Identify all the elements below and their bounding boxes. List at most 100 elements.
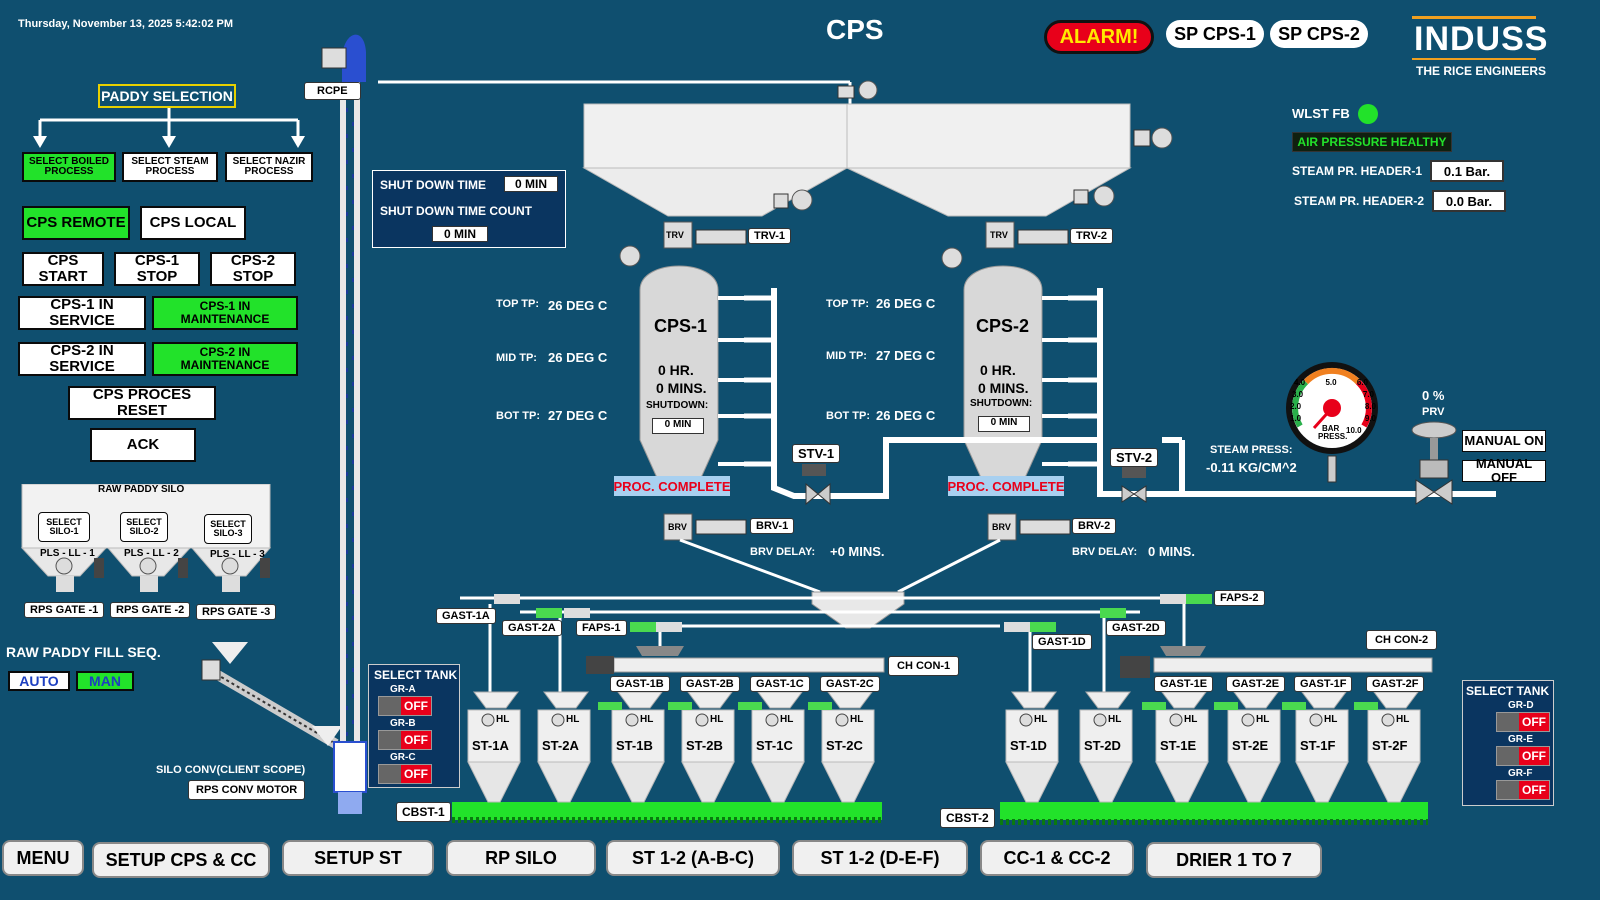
trv2-label[interactable]: TRV-2 [1070, 228, 1113, 244]
rcpe-label[interactable]: RCPE [304, 82, 361, 100]
gast-2d-label[interactable]: GAST-2D [1106, 620, 1166, 636]
nav-rp-silo-button[interactable]: RP SILO [446, 840, 596, 876]
rps-gate2-label[interactable]: RPS GATE -2 [110, 602, 191, 618]
toggle-state: OFF [401, 765, 431, 783]
nav-setup-st-button[interactable]: SETUP ST [282, 840, 434, 876]
brv2-label[interactable]: BRV-2 [1072, 518, 1117, 534]
gr-toggle[interactable]: OFF [378, 764, 432, 784]
gate-status-indicator [1142, 702, 1166, 710]
gast-label[interactable]: GAST-2B [680, 676, 740, 692]
gr-toggle[interactable]: OFF [378, 730, 432, 750]
nav-st-abc-button[interactable]: ST 1-2 (A-B-C) [606, 840, 780, 876]
trv1-label[interactable]: TRV-1 [748, 228, 791, 244]
select-boiled-button[interactable]: SELECT BOILED PROCESS [22, 152, 116, 182]
stv1-label[interactable]: STV-1 [792, 444, 841, 463]
wlst-fb-label: WLST FB [1292, 106, 1350, 121]
gauge-unit-bar: BAR [1322, 424, 1340, 433]
cps1-in-maintenance-button[interactable]: CPS-1 IN MAINTENANCE [152, 296, 298, 330]
cps1-shutdown-label: SHUTDOWN: [646, 400, 709, 411]
sp-cps2-button[interactable]: SP CPS-2 [1270, 20, 1368, 48]
brv1-tag: BRV [668, 522, 687, 532]
faps-1-label[interactable]: FAPS-1 [576, 620, 627, 636]
gate-status-indicator [1354, 702, 1378, 710]
gast-label[interactable]: GAST-1F [1294, 676, 1353, 692]
cbst2-label[interactable]: CBST-2 [940, 808, 995, 828]
gr-label: GR-D [1508, 700, 1534, 711]
rps-conv-motor-label[interactable]: RPS CONV MOTOR [188, 780, 306, 800]
air-pressure-status: AIR PRESSURE HEALTHY [1292, 132, 1452, 152]
rps-gate1-label[interactable]: RPS GATE -1 [24, 602, 105, 618]
alarm-button[interactable]: ALARM! [1044, 20, 1154, 54]
gr-toggle[interactable]: OFF [1496, 780, 1550, 800]
cps1-hr: 0 HR. [658, 362, 694, 378]
gast-label[interactable]: GAST-1E [1154, 676, 1214, 692]
bucket-elevator-graphic [321, 34, 367, 814]
ch-con1-label[interactable]: CH CON-1 [888, 656, 960, 676]
auto-button[interactable]: AUTO [8, 671, 70, 691]
cps2-stop-button[interactable]: CPS-2 STOP [210, 252, 296, 286]
cps2-vessel-label: CPS-2 [976, 316, 1030, 336]
ack-button[interactable]: ACK [90, 428, 196, 462]
page-title: CPS [826, 14, 884, 45]
gauge-unit-press: PRESS. [1318, 432, 1348, 441]
nav-st-def-button[interactable]: ST 1-2 (D-E-F) [792, 840, 968, 876]
manual-on-button[interactable]: MANUAL ON [1462, 430, 1546, 452]
gr-toggle[interactable]: OFF [1496, 712, 1550, 732]
cps1-in-service-button[interactable]: CPS-1 IN SERVICE [18, 296, 146, 330]
gr-label: GR-E [1508, 734, 1533, 745]
cbst1-label[interactable]: CBST-1 [396, 802, 451, 822]
cps-reset-button[interactable]: CPS PROCES RESET [68, 386, 216, 420]
brv1-delay-value: +0 MINS. [830, 544, 885, 559]
gate-status-indicator [1214, 702, 1238, 710]
brv1-label[interactable]: BRV-1 [750, 518, 795, 534]
faps-2-label[interactable]: FAPS-2 [1214, 590, 1265, 606]
sp-cps1-button[interactable]: SP CPS-1 [1166, 20, 1264, 48]
cps1-shutdown-value: 0 MIN [652, 418, 704, 434]
manual-off-button[interactable]: MANUAL OFF [1462, 457, 1546, 484]
gast-label[interactable]: GAST-2E [1226, 676, 1286, 692]
high-level-indicator: HL [1324, 714, 1338, 725]
cps2-status: PROC. COMPLETE [948, 476, 1065, 496]
rps-gate3-label[interactable]: RPS GATE -3 [196, 604, 277, 620]
gast-1a-label[interactable]: GAST-1A [436, 608, 496, 624]
nav-drier-button[interactable]: DRIER 1 TO 7 [1146, 842, 1322, 878]
gast-2a-label[interactable]: GAST-2A [502, 620, 562, 636]
ch-con2-label[interactable]: CH CON-2 [1366, 630, 1438, 650]
gast-label[interactable]: GAST-2F [1366, 676, 1425, 692]
select-silo3-button[interactable]: SELECT SILO-3 [204, 514, 252, 544]
cps-start-button[interactable]: CPS START [22, 252, 104, 286]
select-silo2-button[interactable]: SELECT SILO-2 [120, 512, 168, 542]
high-level-indicator: HL [1034, 714, 1048, 725]
cps-local-button[interactable]: CPS LOCAL [140, 206, 246, 240]
cps1-mid-label: MID TP: [496, 352, 537, 364]
nav-cc-button[interactable]: CC-1 & CC-2 [980, 840, 1134, 876]
select-silo1-button[interactable]: SELECT SILO-1 [38, 512, 90, 542]
gast-label[interactable]: GAST-1C [750, 676, 810, 692]
gast-label[interactable]: GAST-2C [820, 676, 880, 692]
brv2-delay-value: 0 MINS. [1148, 544, 1195, 559]
high-level-indicator: HL [780, 714, 794, 725]
cps-remote-button[interactable]: CPS REMOTE [22, 206, 130, 240]
high-level-indicator: HL [1396, 714, 1410, 725]
brv2-delay-label: BRV DELAY: [1072, 546, 1138, 558]
toggle-state: OFF [1519, 747, 1549, 765]
storage-tank-name: ST-2B [686, 738, 723, 753]
cps2-in-service-button[interactable]: CPS-2 IN SERVICE [18, 342, 146, 376]
select-nazir-button[interactable]: SELECT NAZIR PROCESS [225, 152, 313, 182]
cps1-stop-button[interactable]: CPS-1 STOP [114, 252, 200, 286]
gr-toggle[interactable]: OFF [1496, 746, 1550, 766]
cps2-hr: 0 HR. [980, 362, 1016, 378]
stv2-label[interactable]: STV-2 [1110, 448, 1159, 467]
toggle-knob [1497, 713, 1519, 731]
brv1-delay-label: BRV DELAY: [750, 546, 816, 558]
storage-tank-graphic [1005, 691, 1059, 803]
man-button[interactable]: MAN [76, 671, 134, 691]
gast-1d-label[interactable]: GAST-1D [1032, 634, 1092, 650]
cps2-in-maintenance-button[interactable]: CPS-2 IN MAINTENANCE [152, 342, 298, 376]
gast-label[interactable]: GAST-1B [610, 676, 670, 692]
nav-setup-cps-button[interactable]: SETUP CPS & CC [92, 842, 270, 878]
select-steam-button[interactable]: SELECT STEAM PROCESS [122, 152, 218, 182]
cps1-status: PROC. COMPLETE [614, 476, 731, 496]
gr-toggle[interactable]: OFF [378, 696, 432, 716]
nav-menu-button[interactable]: MENU [2, 840, 84, 876]
